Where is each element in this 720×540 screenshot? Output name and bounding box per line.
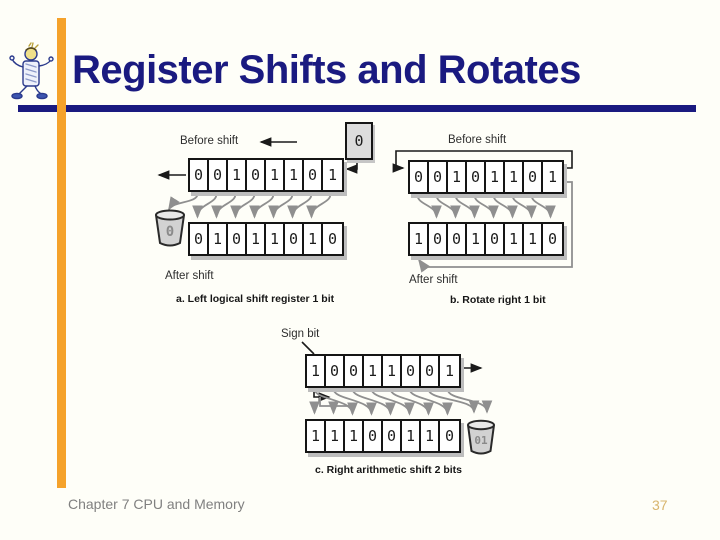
bit-cell: 1 (383, 356, 402, 386)
bit-cell: 1 (486, 162, 505, 192)
bit-cell: 0 (304, 160, 323, 190)
bit-cell: 0 (543, 224, 562, 254)
discarded-bits-a: 0 (166, 224, 174, 240)
bit-cell: 1 (307, 421, 326, 451)
bit-cell: 1 (410, 224, 429, 254)
bit-cell: 0 (285, 224, 304, 254)
caption-c: c. Right arithmetic shift 2 bits (315, 464, 463, 476)
bit-cell: 1 (421, 421, 440, 451)
caption-b: b. Rotate right 1 bit (450, 294, 546, 306)
bit-cell: 1 (505, 162, 524, 192)
bit-cell: 1 (209, 224, 228, 254)
page-title: Register Shifts and Rotates (72, 48, 581, 92)
shift-in-box: 0 (345, 122, 373, 160)
accent-bar (57, 18, 66, 488)
bit-cell: 1 (228, 160, 247, 190)
caption-a: a. Left logical shift register 1 bit (176, 293, 335, 305)
after-shift-label-a: After shift (165, 270, 214, 282)
bit-cell: 0 (228, 224, 247, 254)
bit-cell: 0 (190, 160, 209, 190)
bit-cell: 0 (448, 224, 467, 254)
bit-cell: 0 (247, 160, 266, 190)
bit-cell: 1 (307, 356, 326, 386)
trash-can-icon: 01 (467, 419, 495, 455)
bit-cell: 0 (410, 162, 429, 192)
bit-cell: 0 (323, 224, 342, 254)
bit-cell: 0 (345, 356, 364, 386)
bit-cell: 1 (345, 421, 364, 451)
bit-cell: 1 (524, 224, 543, 254)
bit-cell: 1 (247, 224, 266, 254)
bit-cell: 1 (440, 356, 459, 386)
shift-in-value: 0 (354, 132, 364, 150)
trash-can-icon: 0 (155, 209, 185, 247)
bit-cell: 0 (383, 421, 402, 451)
bit-cell: 1 (505, 224, 524, 254)
bit-cell: 1 (467, 224, 486, 254)
before-shift-label-b: Before shift (448, 134, 507, 146)
bit-cell: 0 (429, 224, 448, 254)
bit-cell: 0 (486, 224, 505, 254)
bit-cell: 1 (266, 224, 285, 254)
bit-cell: 0 (326, 356, 345, 386)
footer-text: Chapter 7 CPU and Memory (68, 496, 245, 512)
discarded-bits-c: 01 (474, 434, 488, 447)
bit-cell: 0 (209, 160, 228, 190)
bit-cell: 0 (524, 162, 543, 192)
shift-left-bit-flow-arrows (168, 193, 332, 219)
arithmetic-shift-bit-flow-arrows (309, 388, 493, 416)
after-shift-label-b: After shift (409, 274, 458, 286)
bit-cell: 1 (285, 160, 304, 190)
bit-cell: 0 (402, 356, 421, 386)
bit-cell: 0 (190, 224, 209, 254)
bit-cell: 0 (421, 356, 440, 386)
bit-cell: 1 (448, 162, 467, 192)
bit-cell: 0 (440, 421, 459, 451)
bit-cell: 0 (364, 421, 383, 451)
bit-cell: 1 (323, 160, 342, 190)
bit-cell: 1 (326, 421, 345, 451)
bit-cell: 0 (429, 162, 448, 192)
bit-cell: 1 (304, 224, 323, 254)
slide-number: 37 (652, 497, 668, 513)
walking-robot-logo-icon (9, 42, 54, 100)
bit-cell: 1 (364, 356, 383, 386)
bit-cell: 0 (467, 162, 486, 192)
bit-cell: 1 (266, 160, 285, 190)
sign-bit-label: Sign bit (281, 328, 320, 340)
before-shift-label-a: Before shift (180, 135, 239, 147)
bit-cell: 1 (543, 162, 562, 192)
bit-cell: 1 (402, 421, 421, 451)
title-underline (18, 105, 696, 112)
